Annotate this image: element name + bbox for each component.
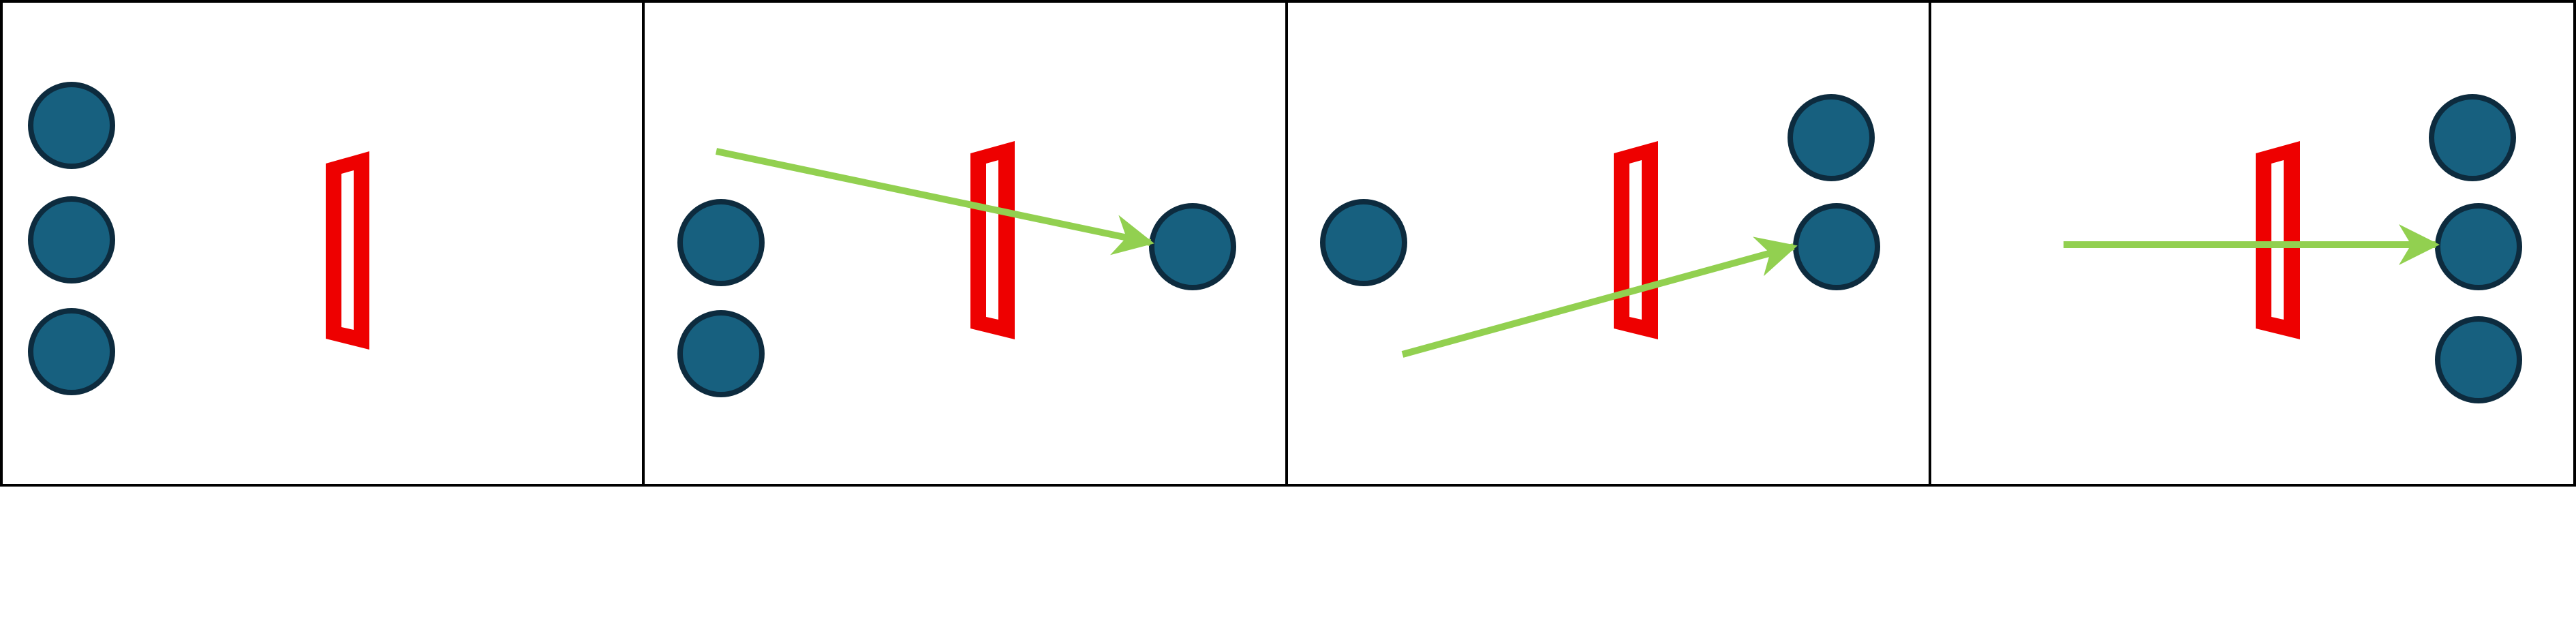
- ball: [677, 199, 765, 286]
- panel-2: [677, 141, 1236, 397]
- ball: [1788, 94, 1875, 181]
- panel-frames: [0, 0, 2576, 487]
- trajectory-arrow: [1401, 236, 1798, 358]
- ball: [2435, 316, 2522, 403]
- ball: [1320, 199, 1407, 286]
- panel-4: [2064, 94, 2522, 403]
- ball: [28, 308, 115, 395]
- panel-3: [1320, 94, 1880, 358]
- trajectory-arrow: [715, 148, 1154, 256]
- ball: [677, 310, 765, 397]
- lens-slit: [1614, 141, 1658, 339]
- ball: [1149, 203, 1236, 290]
- ball: [28, 196, 115, 283]
- lens-slit: [970, 141, 1015, 339]
- ball: [28, 82, 115, 169]
- panel-4-frame: [1929, 0, 2576, 487]
- panel-1: [28, 82, 369, 395]
- lens-slit: [2256, 141, 2300, 339]
- ball: [2435, 203, 2522, 290]
- ball: [1793, 203, 1880, 290]
- lens-slit: [326, 151, 369, 350]
- ball: [2429, 94, 2516, 181]
